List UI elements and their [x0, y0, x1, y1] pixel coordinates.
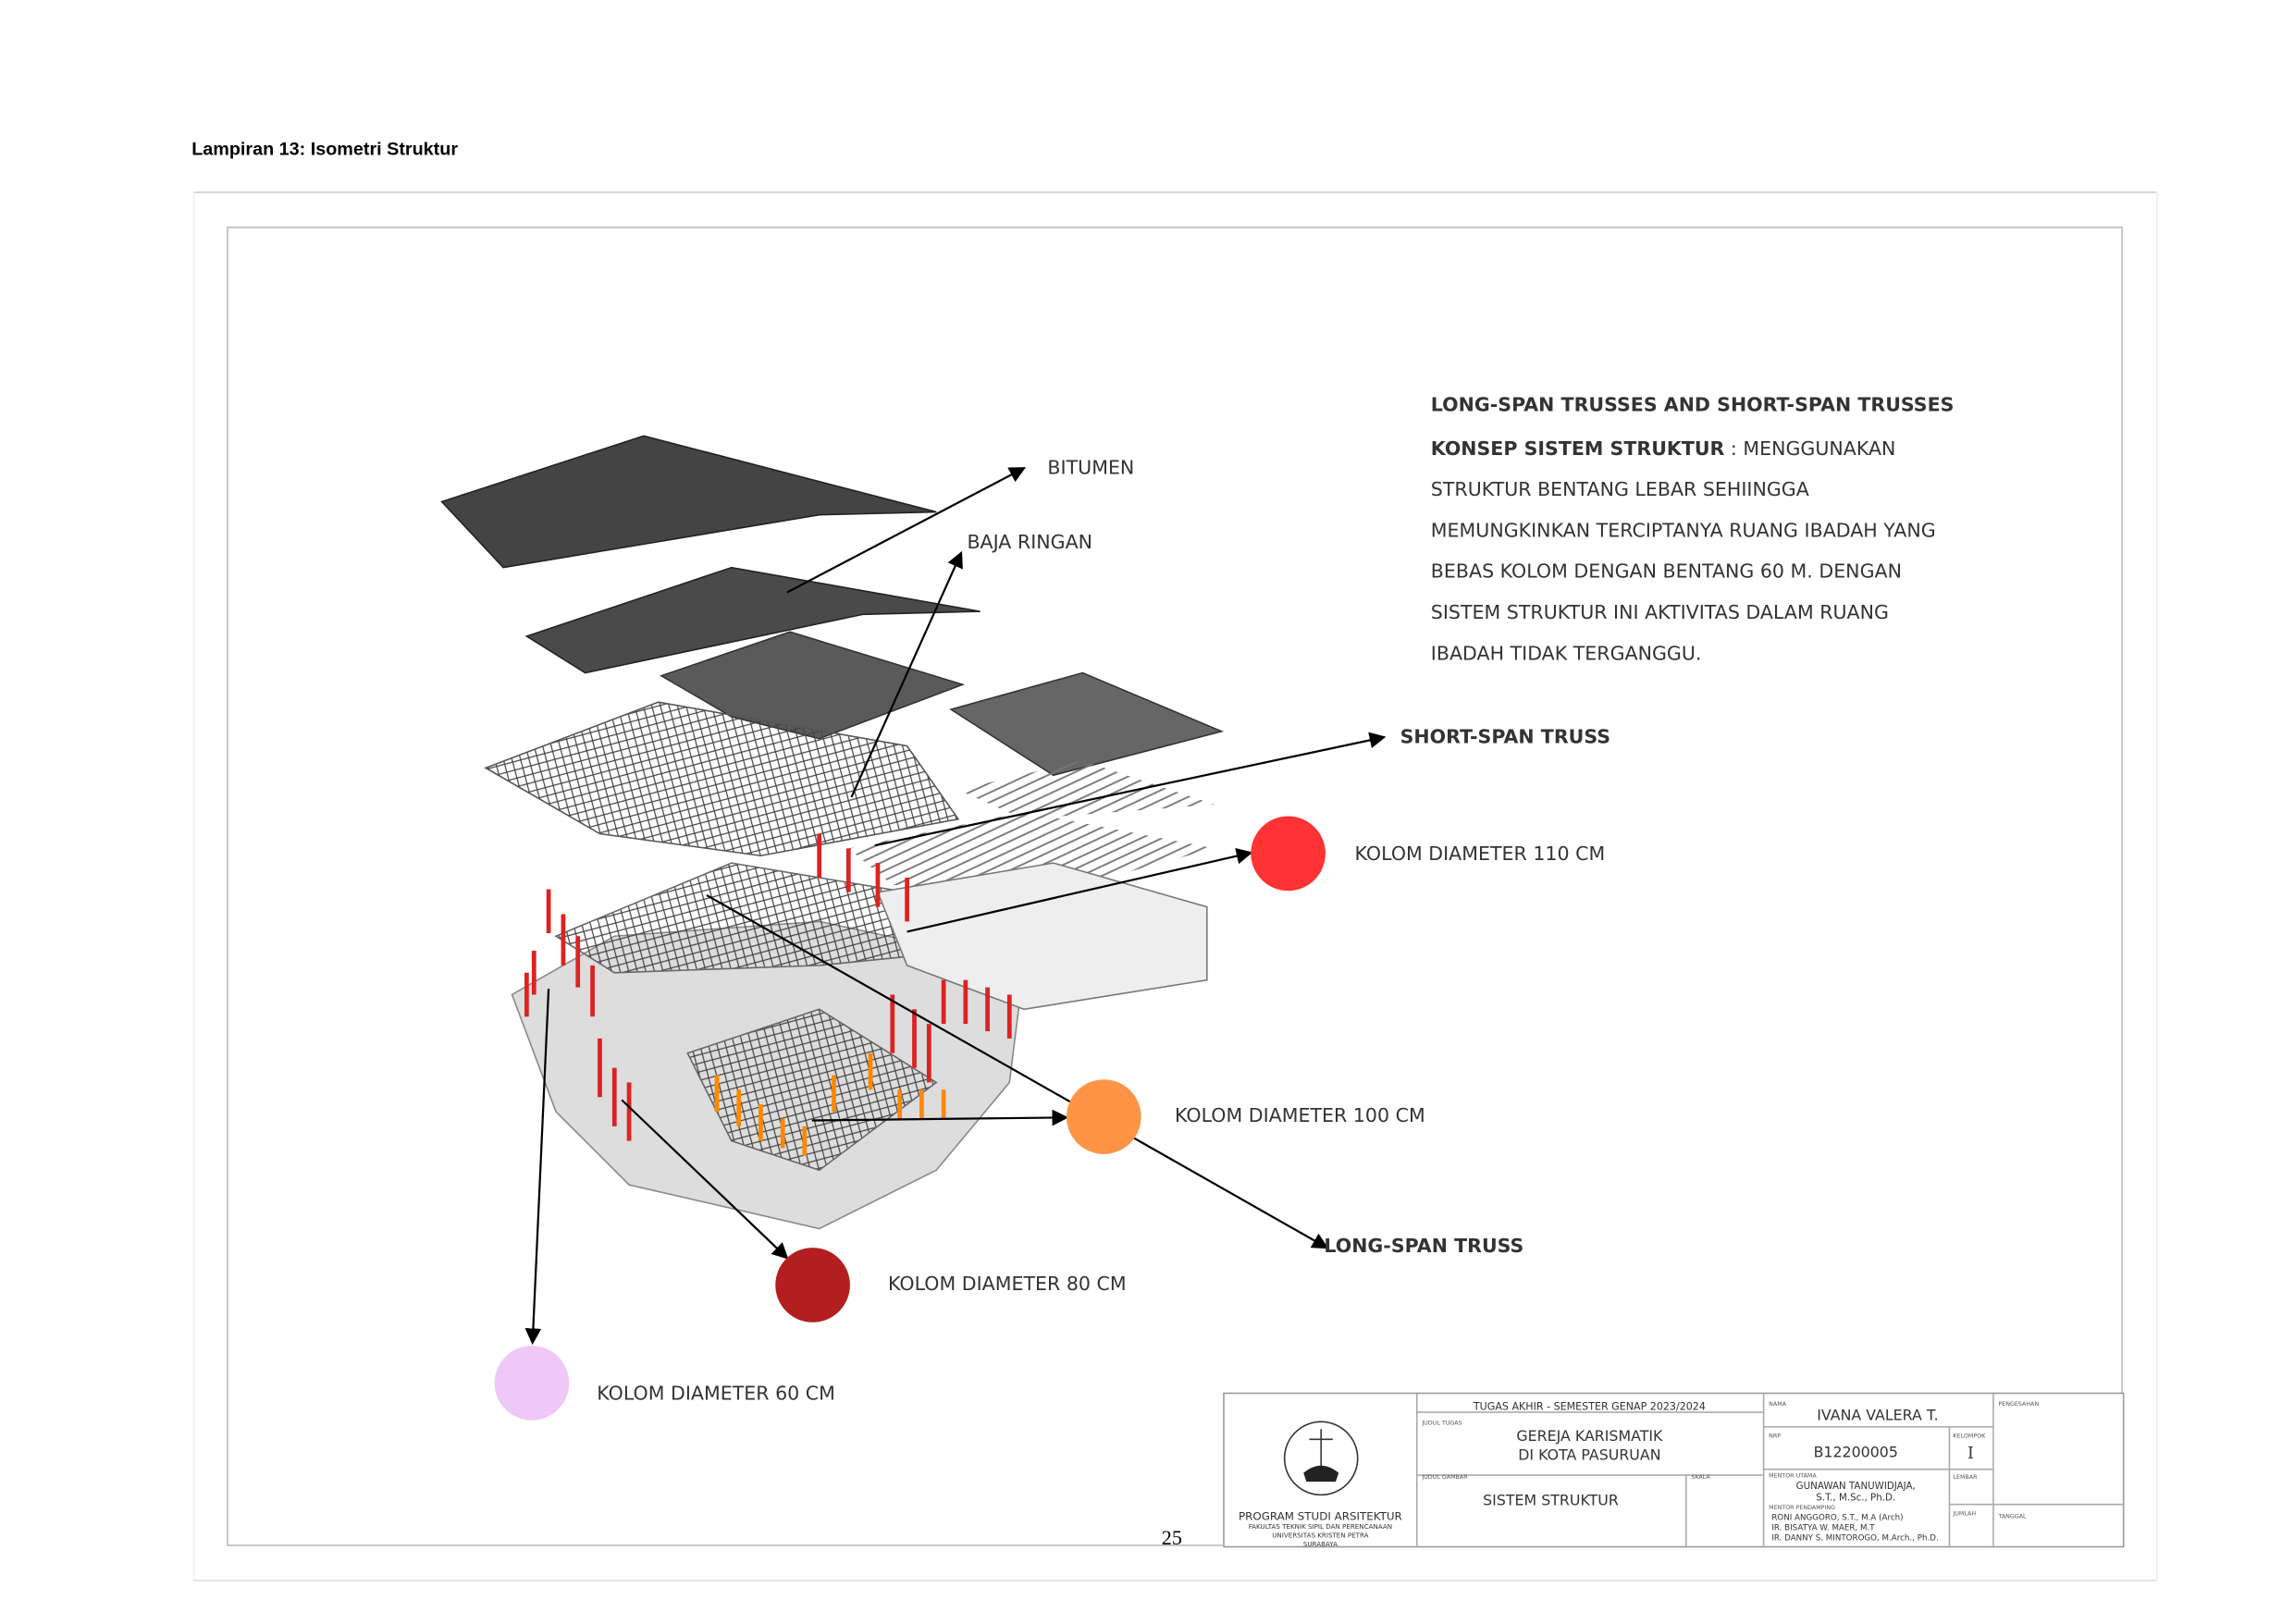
- page-number: 25: [1161, 1528, 1182, 1551]
- mentor-utama-label: MENTOR UTAMA: [1769, 1471, 1817, 1479]
- concept-line: MEMUNGKINKAN TERCIPTANYA RUANG IBADAH YA…: [1430, 521, 1936, 543]
- student-name: IVANA VALERA T.: [1817, 1409, 1939, 1425]
- tanggal-label: TANGGAL: [1998, 1512, 2027, 1520]
- judul-gambar: SISTEM STRUKTUR: [1483, 1493, 1619, 1510]
- mentor-utama-2: S.T., M.Sc., Ph.D.: [1816, 1492, 1896, 1504]
- label-kolom-60: KOLOM DIAMETER 60 CM: [597, 1384, 835, 1406]
- kolom-110-marker: [1251, 816, 1326, 892]
- label-kolom-100: KOLOM DIAMETER 100 CM: [1175, 1105, 1425, 1128]
- skala-label: SKALA: [1691, 1472, 1710, 1481]
- nrp: B12200005: [1813, 1445, 1898, 1462]
- mentor-pendamping-2: IR. BISATYA W. MAER, M.T: [1771, 1524, 1875, 1533]
- mentor-pendamping-label: MENTOR PENDAMPING: [1769, 1503, 1836, 1511]
- judul-tugas-2: DI KOTA PASURUAN: [1518, 1447, 1661, 1465]
- concept-line: STRUKTUR BENTANG LEBAR SEHIINGGA: [1430, 479, 1809, 502]
- pengesahan-label: PENGESAHAN: [1998, 1399, 2040, 1408]
- concept-label: KONSEP SISTEM STRUKTUR: [1430, 438, 1725, 461]
- judul-gambar-label: JUDUL GAMBAR: [1422, 1472, 1468, 1481]
- course-name: TUGAS AKHIR - SEMESTER GENAP 2023/2024: [1473, 1401, 1706, 1413]
- label-bitumen: BITUMEN: [1047, 458, 1135, 480]
- faculty-name: FAKULTAS TEKNIK SIPIL DAN PERENCANAAN: [1248, 1524, 1393, 1532]
- mentor-pendamping-3: IR. DANNY S. MINTOROGO, M.Arch., Ph.D.: [1771, 1534, 1939, 1544]
- label-baja-ringan: BAJA RINGAN: [967, 532, 1093, 555]
- mentor-pendamping-1: RONI ANGGORO, S.T., M.A (Arch): [1771, 1513, 1904, 1523]
- program-name: PROGRAM STUDI ARSITEKTUR: [1238, 1509, 1402, 1523]
- jumlah-label: JUMLAH: [1953, 1509, 1977, 1518]
- mentor-utama-1: GUNAWAN TANUWIDJAJA,: [1795, 1480, 1916, 1493]
- drawing-frame: [227, 227, 2123, 1546]
- concept-line: BEBAS KOLOM DENGAN BENTANG 60 M. DENGAN: [1430, 561, 1902, 584]
- concept-heading: LONG-SPAN TRUSSES AND SHORT-SPAN TRUSSES: [1430, 395, 1955, 417]
- university-name: UNIVERSITAS KRISTEN PETRA: [1272, 1532, 1369, 1541]
- structure-concept: LONG-SPAN TRUSSES AND SHORT-SPAN TRUSSES…: [1431, 395, 1955, 683]
- lembar-label: LEMBAR: [1953, 1472, 1978, 1481]
- page-header: Lampiran 13: Isometri Struktur: [191, 139, 459, 160]
- concept-line: SISTEM STRUKTUR INI AKTIVITAS DALAM RUAN…: [1430, 602, 1889, 625]
- divider: [192, 191, 2157, 193]
- judul-tugas-label: JUDUL TUGAS: [1422, 1419, 1462, 1427]
- kolom-80-marker: [775, 1248, 850, 1323]
- city-name: SURABAYA: [1302, 1542, 1338, 1549]
- divider: [2156, 191, 2158, 1581]
- concept-line: IBADAH TIDAK TERGANGGU.: [1430, 643, 1702, 666]
- truss-and-floor-layer: [511, 833, 1208, 1230]
- kelompok-label: KELOMPOK: [1953, 1432, 1986, 1440]
- university-logo: [1283, 1421, 1359, 1496]
- title-block: PROGRAM STUDI ARSITEKTUR FAKULTAS TEKNIK…: [1223, 1392, 2125, 1549]
- label-kolom-110: KOLOM DIAMETER 110 CM: [1354, 843, 1606, 867]
- judul-tugas-1: GEREJA KARISMATIK: [1516, 1429, 1663, 1446]
- nama-label: NAMA: [1769, 1399, 1787, 1408]
- kolom-60-marker: [494, 1346, 570, 1421]
- concept-line: : MENGGUNAKAN: [1724, 438, 1896, 461]
- label-long-span-truss: LONG-SPAN TRUSS: [1324, 1236, 1524, 1259]
- kolom-100-marker: [1066, 1079, 1141, 1154]
- bitumen-roof-layer: [440, 435, 1225, 777]
- kelompok: I: [1967, 1444, 1974, 1463]
- divider: [192, 191, 195, 1581]
- divider: [192, 1580, 2157, 1581]
- nrp-label: NRP: [1769, 1432, 1782, 1440]
- label-short-span-truss: SHORT-SPAN TRUSS: [1400, 727, 1611, 749]
- label-kolom-80: KOLOM DIAMETER 80 CM: [888, 1273, 1127, 1297]
- leader-arrows: [524, 467, 1387, 1346]
